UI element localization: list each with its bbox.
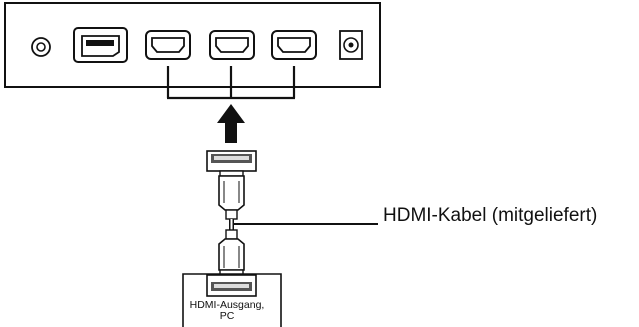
hdmi-port-3-icon <box>271 30 317 60</box>
hdmi-port-2-icon <box>209 30 255 60</box>
up-arrow-icon <box>217 104 245 143</box>
hdmi-connector-bottom-icon <box>218 229 245 276</box>
source-label: HDMI-Ausgang, PC <box>183 300 271 322</box>
audio-jack-icon <box>31 37 51 57</box>
source-label-line2: PC <box>219 310 235 322</box>
hdmi-connector-top-icon <box>206 150 257 220</box>
dc-power-port-icon <box>339 30 363 60</box>
cable-label: HDMI-Kabel (mitgeliefert) <box>383 205 598 226</box>
pc-source-box <box>182 273 282 327</box>
monitor-port-panel <box>4 2 381 88</box>
source-label-line1: HDMI-Ausgang, <box>189 299 265 311</box>
pc-hdmi-port-icon <box>206 274 257 297</box>
hdmi-port-1-icon <box>145 30 191 60</box>
hdmi-port-bracket <box>166 66 296 100</box>
displayport-port-icon <box>73 27 128 63</box>
